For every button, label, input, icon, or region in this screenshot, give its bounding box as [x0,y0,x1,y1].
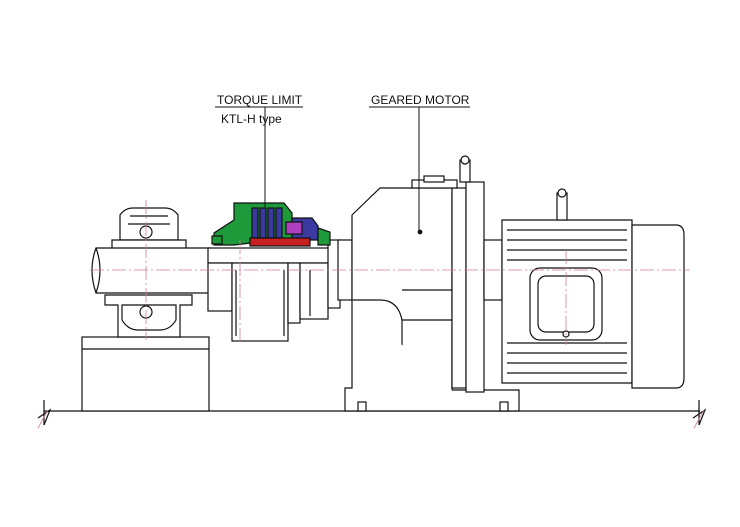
floor-centerline-marks [37,409,705,429]
torque-limiter [207,202,341,342]
pillow-block-bearing [104,207,193,338]
drive-shaft [91,247,211,294]
bearing-pedestal [81,336,210,412]
leader-lines [215,106,470,232]
torque-limit-label: TORQUE LIMIT [217,93,303,107]
electric-motor [483,188,685,389]
geared-motor-label: GEARED MOTOR [371,93,470,107]
torque-limit-type-label: KTL-H type [221,112,282,126]
centerlines [90,200,690,345]
gearbox-housing [337,155,520,412]
